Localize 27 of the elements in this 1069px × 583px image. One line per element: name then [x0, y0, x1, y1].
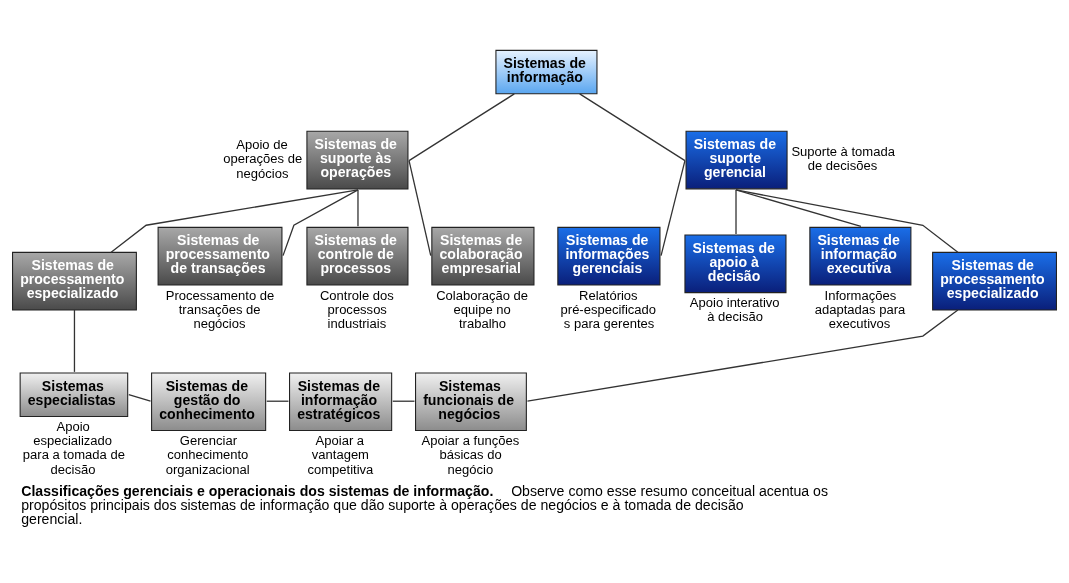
node-label: Controle dos processos industriais — [319, 287, 394, 331]
connector — [282, 189, 359, 257]
connector — [408, 93, 515, 162]
connector — [266, 400, 290, 402]
node-label: Apoiar a funções básicas do negócio — [421, 433, 520, 477]
connector — [128, 394, 152, 402]
connector — [392, 400, 416, 402]
connector — [735, 189, 959, 253]
connector — [526, 309, 959, 402]
node-label: Processamento de transações de negócios — [165, 287, 275, 331]
node-label: Suporte à tomada de decisões — [791, 144, 895, 174]
connector — [735, 189, 737, 235]
connector — [110, 189, 359, 253]
node-label: Apoio de operações de negócios — [223, 137, 303, 181]
caption: Classificações gerenciais e operacionais dos sistemas de informação. Observe como esse resumo conceitual acentua os propósitos principais dos sistemas de informação que dão suporte à operações de negócios e à tomada de decisão gerencial. — [21, 483, 828, 528]
node-label: Apoio interativo à decisão — [689, 295, 780, 325]
node-label: Colaboração de equipe no trabalho — [436, 287, 529, 331]
node-label: Informações adaptadas para executivos — [814, 287, 906, 331]
node-label: Apoiar a vantagem competitiva — [307, 433, 374, 477]
connector — [357, 189, 359, 227]
connector — [579, 93, 686, 162]
node-label: Gerenciar conhecimento organizacional — [165, 433, 250, 477]
connector — [408, 159, 432, 257]
node-label: Relatórios pré-especificado s para gerentes — [560, 287, 657, 331]
node-label: Apoio especializado para a tomada de decisão — [22, 419, 125, 477]
connector — [73, 309, 76, 373]
connector — [660, 159, 686, 257]
